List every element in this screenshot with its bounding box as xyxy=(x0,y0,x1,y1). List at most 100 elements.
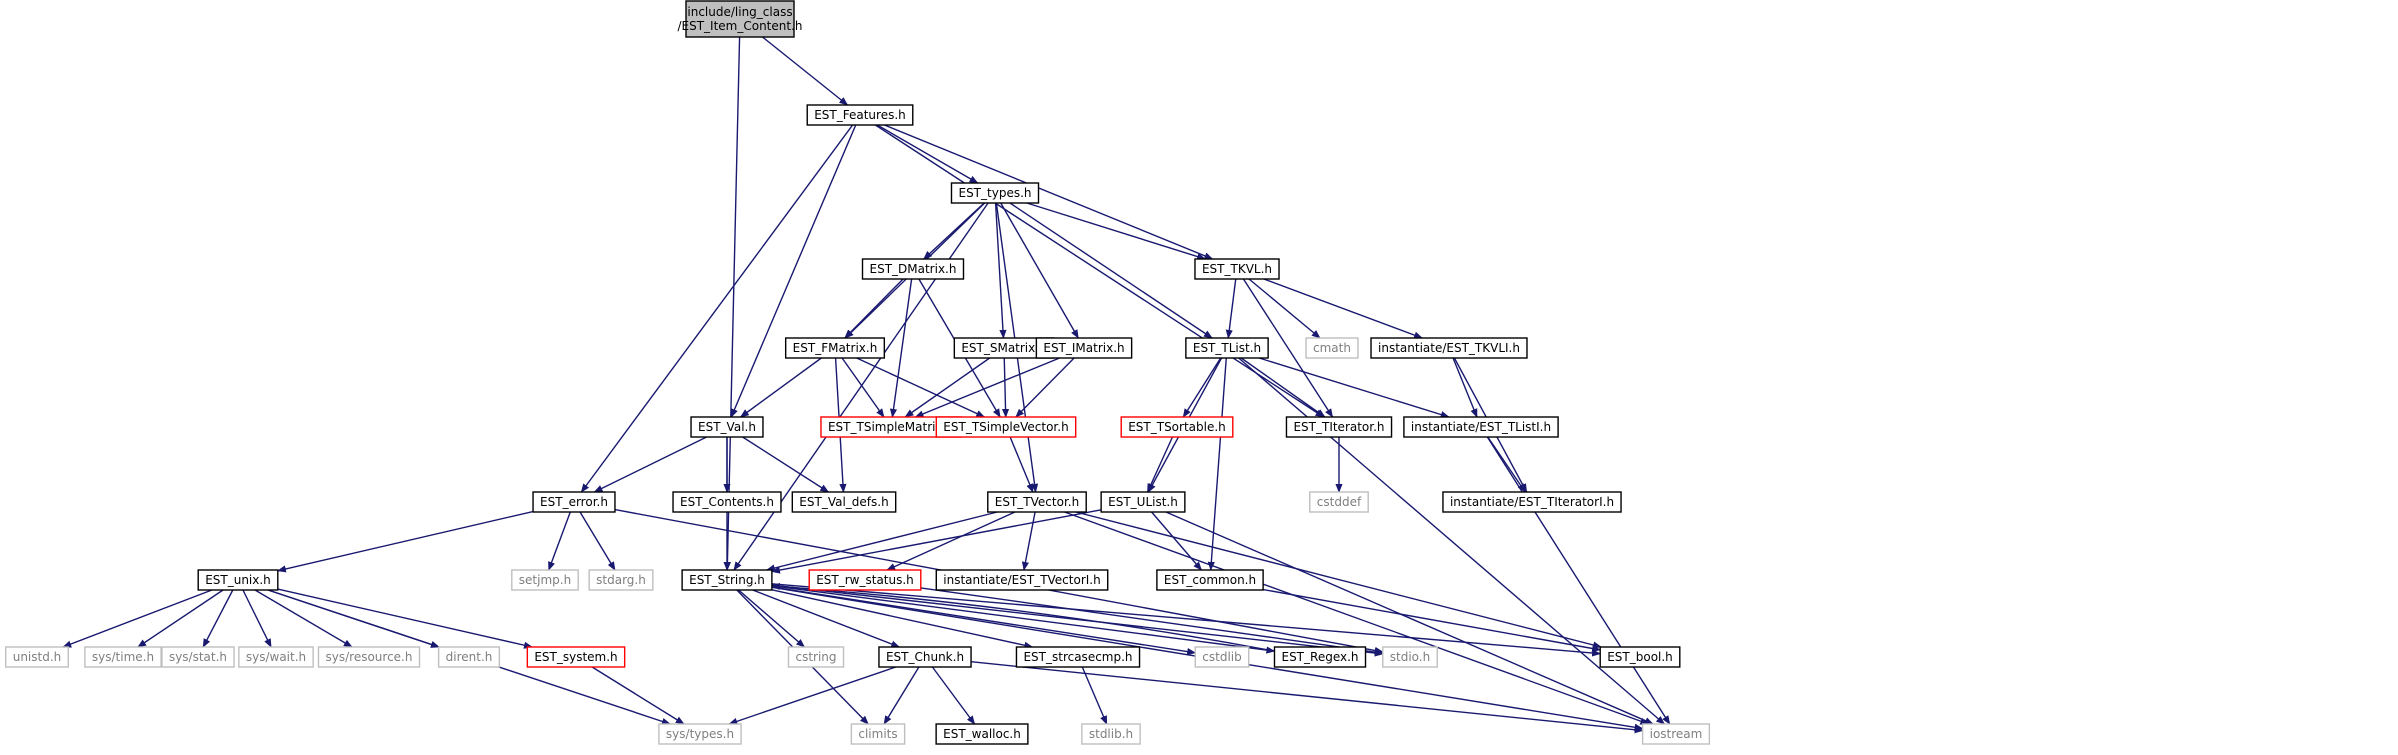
node-smatrix[interactable]: EST_SMatrix.h xyxy=(953,337,1055,359)
node-label: EST_IMatrix.h xyxy=(1043,341,1124,355)
node-box xyxy=(1599,646,1681,668)
node-box xyxy=(526,646,626,668)
node-label: instantiate/EST_TListI.h xyxy=(1411,420,1551,434)
node-label: EST_TKVL.h xyxy=(1202,262,1272,276)
edge-ulist-to-iostream xyxy=(1165,511,1654,725)
node-tsimplevector[interactable]: EST_TSimpleVector.h xyxy=(935,416,1077,438)
edge-error-to-setjmp xyxy=(548,511,571,571)
node-box xyxy=(791,491,897,513)
node-tvector[interactable]: EST_TVector.h xyxy=(987,491,1087,513)
edge-error-to-unix xyxy=(276,510,534,573)
edge-fmatrix-to-val xyxy=(739,357,822,418)
edge-imatrix-to-tsimplematrix xyxy=(914,357,1060,418)
node-label: stdlib.h xyxy=(1089,727,1133,741)
edge-error-to-stdarg xyxy=(579,511,616,571)
node-box xyxy=(84,646,162,668)
node-valdefs[interactable]: EST_Val_defs.h xyxy=(791,491,897,513)
node-imatrix[interactable]: EST_IMatrix.h xyxy=(1035,337,1133,359)
edge-tvector-to-rwstatus xyxy=(886,511,1016,571)
node-dirent: dirent.h xyxy=(437,646,501,668)
node-label: EST_common.h xyxy=(1164,573,1256,587)
node-label: sys/time.h xyxy=(92,650,154,664)
node-tsimplematrix[interactable]: EST_TSimpleMatrix.h xyxy=(820,416,962,438)
node-tkvl[interactable]: EST_TKVL.h xyxy=(1194,258,1280,280)
node-label: EST_Val.h xyxy=(698,420,756,434)
node-box xyxy=(238,646,314,668)
node-stdarg: stdarg.h xyxy=(588,569,654,591)
edge-features-to-error xyxy=(580,124,854,493)
node-tlist[interactable]: EST_TList.h xyxy=(1185,337,1269,359)
node-tsortable[interactable]: EST_TSortable.h xyxy=(1120,416,1234,438)
edge-dmatrix-to-fmatrix xyxy=(844,278,904,339)
node-dmatrix[interactable]: EST_DMatrix.h xyxy=(861,258,965,280)
edge-tvector-to-tvectori xyxy=(1021,511,1036,571)
node-strcasecmp[interactable]: EST_strcasecmp.h xyxy=(1015,646,1141,668)
node-sysresource: sys/resource.h xyxy=(317,646,421,668)
edge-regex-to-string xyxy=(770,582,1275,652)
edge-chunk-to-climits xyxy=(883,666,920,725)
edge-string-to-cstdlib xyxy=(771,586,1197,656)
node-layer: include/ling_class/EST_Item_Content.hEST… xyxy=(5,0,1711,745)
node-unix[interactable]: EST_unix.h xyxy=(197,569,279,591)
node-types[interactable]: EST_types.h xyxy=(950,182,1040,204)
node-label: EST_Val_defs.h xyxy=(799,495,888,509)
node-box xyxy=(950,182,1040,204)
node-ulist[interactable]: EST_UList.h xyxy=(1100,491,1186,513)
node-label: setjmp.h xyxy=(519,573,571,587)
node-walloc[interactable]: EST_walloc.h xyxy=(935,723,1029,745)
node-box xyxy=(784,337,886,359)
node-string[interactable]: EST_String.h xyxy=(681,569,773,591)
edge-tsimplevector-to-tvector xyxy=(1009,436,1034,493)
node-tkvli[interactable]: instantiate/EST_TKVLI.h xyxy=(1370,337,1528,359)
node-titeratori[interactable]: instantiate/EST_TIteratorI.h xyxy=(1442,491,1622,513)
node-label: sys/wait.h xyxy=(246,650,306,664)
edge-tkvli-to-tlisti xyxy=(1452,357,1478,418)
edge-system-to-systypes xyxy=(591,666,685,725)
node-label: include/ling_class/EST_Item_Content.h xyxy=(677,5,802,33)
edge-features-to-types xyxy=(876,124,979,184)
edge-rwstatus-to-stdio xyxy=(920,587,1384,656)
node-cstring: cstring xyxy=(787,646,845,668)
node-titerator[interactable]: EST_TIterator.h xyxy=(1285,416,1393,438)
edge-types-to-smatrix xyxy=(994,202,1007,339)
node-system[interactable]: EST_system.h xyxy=(526,646,626,668)
node-label: sys/types.h xyxy=(666,727,734,741)
node-box xyxy=(317,646,421,668)
node-label: EST_TVector.h xyxy=(995,495,1079,509)
node-chunk[interactable]: EST_Chunk.h xyxy=(878,646,972,668)
node-error[interactable]: EST_error.h xyxy=(532,491,616,513)
edge-common-to-bool xyxy=(1262,588,1602,652)
node-box xyxy=(1309,491,1369,513)
edge-tlist-to-common xyxy=(1207,357,1227,571)
edge-string-to-cstring xyxy=(738,589,806,648)
node-bool[interactable]: EST_bool.h xyxy=(1599,646,1681,668)
edge-tlist-to-tlisti xyxy=(1258,357,1450,419)
edge-unix-to-system xyxy=(277,588,533,649)
node-label: EST_strcasecmp.h xyxy=(1023,650,1132,664)
node-contents[interactable]: EST_Contents.h xyxy=(672,491,782,513)
node-box xyxy=(1305,337,1359,359)
node-root[interactable]: include/ling_class/EST_Item_Content.h xyxy=(677,0,803,38)
node-label: EST_Features.h xyxy=(814,108,906,122)
node-box xyxy=(437,646,501,668)
node-tvectori[interactable]: instantiate/EST_TVectorI.h xyxy=(935,569,1109,591)
node-val[interactable]: EST_Val.h xyxy=(690,416,764,438)
node-box xyxy=(935,569,1109,591)
edge-tvector-to-string xyxy=(765,511,998,572)
edge-smatrix-to-tsimplematrix xyxy=(904,357,991,418)
node-box xyxy=(787,646,845,668)
node-common[interactable]: EST_common.h xyxy=(1156,569,1264,591)
node-features[interactable]: EST_Features.h xyxy=(806,104,914,126)
node-label: cstring xyxy=(795,650,836,664)
node-fmatrix[interactable]: EST_FMatrix.h xyxy=(784,337,886,359)
node-rwstatus[interactable]: EST_rw_status.h xyxy=(808,569,922,591)
node-label: EST_walloc.h xyxy=(943,727,1021,741)
edge-tlisti-to-iostream xyxy=(1486,436,1671,725)
node-tlisti[interactable]: instantiate/EST_TListI.h xyxy=(1403,416,1559,438)
node-stdlib: stdlib.h xyxy=(1081,723,1141,745)
edge-types-to-tkvl xyxy=(1026,202,1207,261)
edge-strcasecmp-to-stdlib xyxy=(1081,666,1108,725)
node-box xyxy=(1100,491,1186,513)
node-regex[interactable]: EST_Regex.h xyxy=(1273,646,1367,668)
